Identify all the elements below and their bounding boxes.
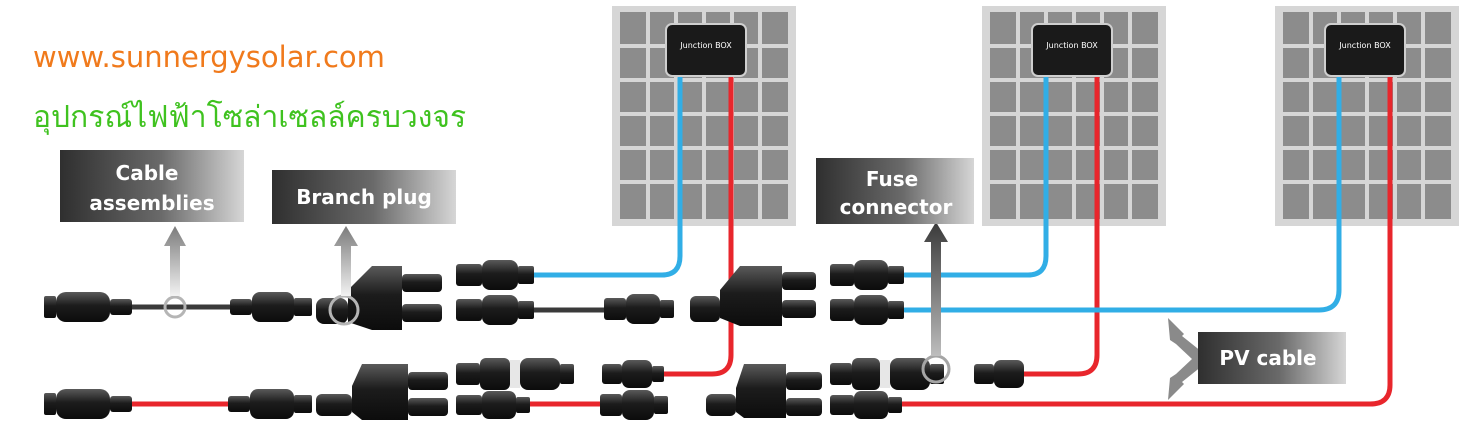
junction-box-label: Junction BOX: [1338, 41, 1391, 50]
junction-box-label: Junction BOX: [679, 41, 732, 50]
mc4-connector: [456, 391, 530, 419]
mc4-connector-right: [230, 292, 312, 322]
mc4-connector: [602, 360, 664, 388]
mc4-connector: [830, 260, 904, 290]
label-fuse-connector-line2: connector: [840, 195, 953, 219]
arrow-up-fuse-connector: [924, 222, 948, 356]
mc4-connector: [456, 260, 534, 290]
panel1-positive-cable: [647, 75, 734, 377]
junction-box-1: Junction BOX: [665, 23, 747, 77]
connectors: [44, 260, 1024, 420]
junction-box-3: Junction BOX: [1324, 23, 1406, 77]
branch-plug-y-upper: [316, 266, 442, 330]
label-pv-cable: PV cable: [1198, 332, 1346, 384]
mc4-connector-left: [44, 389, 132, 419]
inline-fuse-connector: [456, 358, 574, 390]
branch-plug-y: [706, 364, 822, 418]
branch-plug-y: [690, 266, 816, 326]
label-cable-assemblies: Cable assemblies: [60, 150, 244, 222]
solar-panel-3: [1275, 6, 1459, 226]
panel2-positive-cable: [1015, 75, 1100, 377]
arrow-up-branch-plug: [334, 226, 358, 296]
branch-plug-y-lower: [316, 364, 448, 420]
arrow-pv-cable: [1168, 318, 1202, 400]
tagline-text: อุปกรณ์ไฟฟ้าโซล่าเซลล์ครบวงจร: [33, 100, 467, 135]
cable-highlight-ring: [163, 295, 187, 319]
website-url: www.sunnergysolar.com: [33, 40, 385, 74]
mc4-connector: [974, 360, 1024, 388]
inline-fuse-connector: [830, 358, 944, 390]
label-branch-plug-text: Branch plug: [296, 185, 432, 209]
label-fuse-connector: Fuse connector: [816, 158, 974, 224]
mc4-connector: [604, 294, 674, 324]
label-branch-plug: Branch plug: [272, 170, 456, 224]
label-fuse-connector-line1: Fuse: [866, 167, 918, 191]
mc4-connector-right: [228, 389, 312, 419]
panel3-negative-cable: [902, 75, 1342, 313]
panel3-positive-cable: [897, 75, 1393, 407]
mc4-connector: [830, 295, 904, 325]
junction-box-label: Junction BOX: [1045, 41, 1098, 50]
label-pv-cable-text: PV cable: [1219, 346, 1316, 370]
panel1-negative-cable: [529, 75, 683, 278]
panel2-negative-cable: [902, 75, 1049, 278]
mc4-connector: [456, 295, 534, 325]
mc4-connector-left: [44, 292, 132, 322]
mc4-connector: [600, 390, 668, 420]
label-cable-assemblies-line2: assemblies: [89, 191, 214, 215]
arrow-up-cable-assemblies: [164, 226, 186, 296]
junction-box-2: Junction BOX: [1031, 23, 1113, 77]
mc4-connector: [830, 391, 902, 419]
label-cable-assemblies-line1: Cable: [116, 161, 179, 185]
